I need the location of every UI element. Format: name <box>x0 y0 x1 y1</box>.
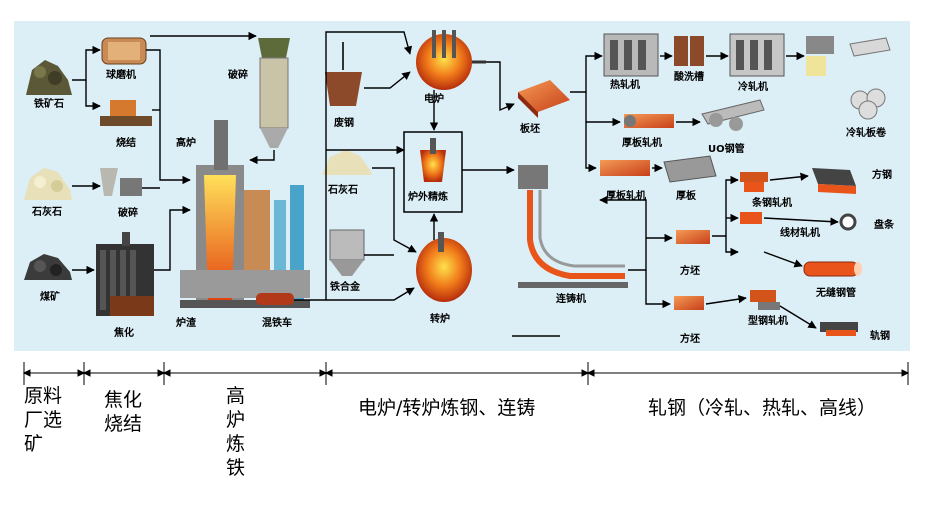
pickling-icon <box>674 36 704 66</box>
coking-label: 焦化 <box>113 326 134 339</box>
sintering-icon <box>100 100 152 126</box>
ferroalloy-icon <box>329 229 365 276</box>
limestone-pile-icon <box>24 168 72 200</box>
rail-product-icon <box>820 322 858 336</box>
cold-mill-icon <box>729 33 785 77</box>
coal-pile-icon <box>24 254 72 280</box>
crushing-top-label: 破碎 <box>228 68 248 81</box>
ladle-refining-icon <box>420 138 446 182</box>
coal-label: 煤矿 <box>40 290 60 303</box>
iron-ore-label: 铁矿石 <box>34 97 64 110</box>
seamless-pipe-label: 无缝钢管 <box>815 286 856 299</box>
plate-mill-2-icon <box>600 160 650 176</box>
coking-plant-icon <box>96 232 154 316</box>
seamless-pipe-icon <box>803 261 862 277</box>
coil-rod-label: 盘条 <box>874 218 895 231</box>
limestone-mid-label: 石灰石 <box>327 183 358 196</box>
continuous-caster-icon <box>518 165 628 288</box>
cold-coil-stack-icon <box>806 36 891 120</box>
ferroalloy-label: 铁合金 <box>330 280 361 293</box>
crusher-left-icon <box>100 168 142 196</box>
section-mill-label: 型钢轧机 <box>748 314 788 327</box>
wire-mill-icon <box>740 212 762 224</box>
blast-furnace-label: 高炉 <box>176 136 196 149</box>
hot-metal-car-label: 混铁车 <box>262 316 292 329</box>
stage-axis <box>22 362 910 385</box>
stage-coking-sintering: 焦化烧结 <box>104 389 143 435</box>
wire-mill-label: 线材轧机 <box>780 226 820 239</box>
uo-pipe-icon <box>701 99 765 131</box>
ladle-refining-box <box>403 131 463 213</box>
stage-ironmaking: 高炉炼铁 <box>226 385 246 479</box>
continuous-caster-label: 连铸机 <box>556 292 586 305</box>
bar-mill-icon <box>740 172 768 192</box>
slab-label: 板坯 <box>520 122 540 135</box>
uo-pipe-label: UO钢管 <box>708 142 745 155</box>
hot-mill-label: 热轧机 <box>610 78 640 91</box>
flow-lines <box>72 31 839 337</box>
crusher-top-icon <box>258 38 290 148</box>
hot-mill-icon <box>603 33 659 77</box>
converter-label: 转炉 <box>430 312 450 325</box>
square-bar-product-icon <box>812 168 856 194</box>
scrap-label: 废钢 <box>334 116 354 129</box>
stage-raw-material: 原料厂选矿 <box>24 385 63 455</box>
stage-rolling: 轧钢（冷轧、热轧、高线） <box>648 397 877 419</box>
pickling-label: 酸洗槽 <box>674 70 704 83</box>
plate-mill-icon <box>624 114 674 128</box>
section-mill-icon <box>750 290 780 310</box>
electric-furnace-icon <box>416 30 486 90</box>
thick-plate-label: 厚板 <box>676 189 697 202</box>
converter-icon <box>416 232 472 302</box>
limestone-mid-pile-icon <box>322 150 372 175</box>
plate-mill-label: 厚板轧机 <box>622 136 662 149</box>
iron-ore-pile-icon <box>26 60 72 95</box>
hot-metal-car-icon <box>256 293 294 305</box>
slab-icon <box>518 80 570 118</box>
ball-mill-label: 球磨机 <box>106 68 136 81</box>
coil-rod-icon <box>839 213 857 231</box>
cold-coil-label: 冷轧板卷 <box>846 126 887 139</box>
thick-plate-icon <box>663 155 717 183</box>
billet-2-icon <box>674 296 704 310</box>
ball-mill-icon <box>101 37 147 65</box>
blast-furnace-icon <box>180 120 310 308</box>
slag-label: 炉渣 <box>176 316 197 329</box>
billet-1-label: 方坯 <box>680 264 700 277</box>
rail-label: 轨钢 <box>870 329 890 342</box>
billet-1-icon <box>676 230 710 244</box>
crushing-left-label: 破碎 <box>118 206 138 219</box>
scrap-magnet-icon <box>325 42 362 106</box>
ladle-refining-label: 炉外精炼 <box>408 190 448 203</box>
stage-steelmaking: 电炉/转炉炼钢、连铸 <box>358 397 536 419</box>
square-bar-label: 方钢 <box>872 168 892 181</box>
sintering-label: 烧结 <box>116 136 136 149</box>
billet-2-label: 方坯 <box>680 332 700 345</box>
bar-mill-label: 条钢轧机 <box>751 196 792 209</box>
plate-mill-2-label: 厚板轧机 <box>606 189 646 202</box>
cold-mill-label: 冷轧机 <box>738 80 768 93</box>
limestone-left-label: 石灰石 <box>31 205 62 218</box>
